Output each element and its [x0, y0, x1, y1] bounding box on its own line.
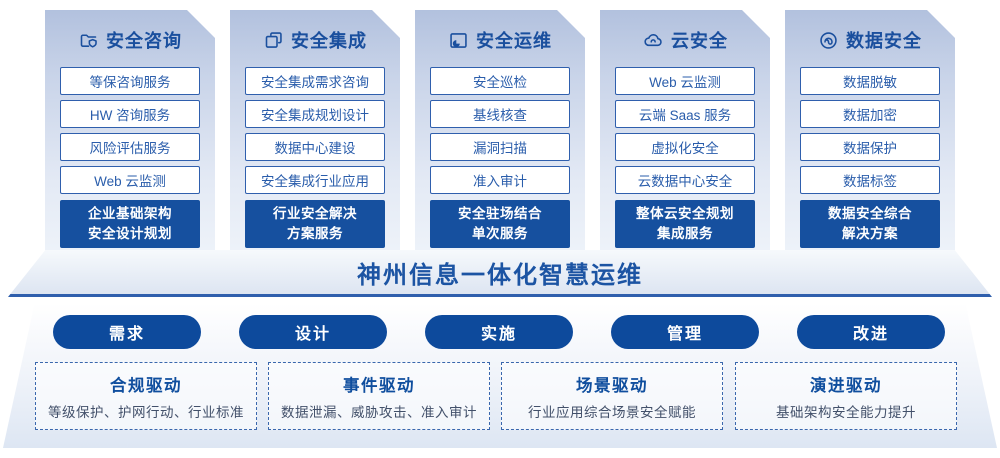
- service-item: HW 咨询服务: [60, 100, 200, 128]
- folder-shield-icon: [78, 30, 99, 51]
- summary-box: 安全驻场结合 单次服务: [430, 200, 570, 248]
- card-header: 数据安全: [785, 23, 955, 57]
- driver-scenario: 场景驱动 行业应用综合场景安全赋能: [501, 362, 723, 430]
- driver-desc: 基础架构安全能力提升: [776, 404, 916, 420]
- service-item: 安全巡检: [430, 67, 570, 95]
- card-header: 云安全: [600, 23, 770, 57]
- summary-line: 整体云安全规划: [636, 206, 734, 222]
- service-item: 数据加密: [800, 100, 940, 128]
- driver-desc: 数据泄漏、威胁攻击、准入审计: [281, 404, 477, 420]
- card-header: 安全咨询: [45, 23, 215, 57]
- summary-line: 解决方案: [842, 226, 898, 241]
- monitor-gauge-icon: [448, 30, 469, 51]
- card-security-integration: 安全集成 安全集成需求咨询 安全集成规划设计 数据中心建设 安全集成行业应用 行…: [230, 10, 400, 250]
- summary-line: 安全设计规划: [88, 226, 172, 241]
- service-item: 数据脱敏: [800, 67, 940, 95]
- phase-pill-implement: 实施: [425, 315, 573, 349]
- phase-pill-requirement: 需求: [53, 315, 201, 349]
- service-item: 漏洞扫描: [430, 133, 570, 161]
- card-title: 安全咨询: [106, 31, 182, 51]
- summary-line: 方案服务: [287, 226, 343, 241]
- summary-box: 行业安全解决 方案服务: [245, 200, 385, 248]
- service-item: 数据中心建设: [245, 133, 385, 161]
- platform-banner: 神州信息一体化智慧运维: [8, 250, 992, 297]
- card-header: 安全运维: [415, 23, 585, 57]
- card-cloud-security: 云安全 Web 云监测 云端 Saas 服务 虚拟化安全 云数据中心安全 整体云…: [600, 10, 770, 250]
- service-item: 安全集成行业应用: [245, 166, 385, 194]
- cloud-icon: [642, 30, 664, 51]
- driver-desc: 等级保护、护网行动、行业标准: [48, 404, 244, 420]
- service-item: 风险评估服务: [60, 133, 200, 161]
- summary-line: 集成服务: [657, 226, 713, 241]
- driver-evolution: 演进驱动 基础架构安全能力提升: [735, 362, 957, 430]
- card-title: 云安全: [671, 31, 728, 51]
- service-item: Web 云监测: [615, 67, 755, 95]
- summary-line: 单次服务: [472, 226, 528, 241]
- card-security-operations: 安全运维 安全巡检 基线核查 漏洞扫描 准入审计 安全驻场结合 单次服务: [415, 10, 585, 250]
- driver-compliance: 合规驱动 等级保护、护网行动、行业标准: [35, 362, 257, 430]
- service-item: Web 云监测: [60, 166, 200, 194]
- phase-pill-improve: 改进: [797, 315, 945, 349]
- service-item: 虚拟化安全: [615, 133, 755, 161]
- driver-title: 场景驱动: [576, 376, 648, 395]
- service-item: 数据标签: [800, 166, 940, 194]
- service-item: 云数据中心安全: [615, 166, 755, 194]
- card-title: 安全运维: [476, 31, 552, 51]
- summary-box: 数据安全综合 解决方案: [800, 200, 940, 248]
- summary-box: 企业基础架构 安全设计规划: [60, 200, 200, 248]
- summary-line: 企业基础架构: [88, 206, 172, 222]
- service-item: 基线核查: [430, 100, 570, 128]
- card-header: 安全集成: [230, 23, 400, 57]
- summary-line: 行业安全解决: [273, 206, 357, 222]
- service-item: 云端 Saas 服务: [615, 100, 755, 128]
- summary-line: 安全驻场结合: [458, 206, 542, 222]
- driver-title: 演进驱动: [810, 376, 882, 395]
- documents-icon: [263, 30, 284, 51]
- service-item: 安全集成规划设计: [245, 100, 385, 128]
- summary-box: 整体云安全规划 集成服务: [615, 200, 755, 248]
- service-item: 数据保护: [800, 133, 940, 161]
- card-data-security: 数据安全 数据脱敏 数据加密 数据保护 数据标签 数据安全综合 解决方案: [785, 10, 955, 250]
- driver-title: 合规驱动: [110, 376, 182, 395]
- service-item: 安全集成需求咨询: [245, 67, 385, 95]
- driver-title: 事件驱动: [343, 376, 415, 395]
- fingerprint-icon: [818, 30, 839, 51]
- driver-incident: 事件驱动 数据泄漏、威胁攻击、准入审计: [268, 362, 490, 430]
- service-item: 准入审计: [430, 166, 570, 194]
- driver-desc: 行业应用综合场景安全赋能: [528, 404, 696, 420]
- banner-title: 神州信息一体化智慧运维: [357, 261, 643, 289]
- card-title: 数据安全: [846, 31, 922, 51]
- phase-pill-design: 设计: [239, 315, 387, 349]
- card-title: 安全集成: [291, 31, 367, 51]
- card-security-consulting: 安全咨询 等保咨询服务 HW 咨询服务 风险评估服务 Web 云监测 企业基础架…: [45, 10, 215, 250]
- phase-pill-manage: 管理: [611, 315, 759, 349]
- service-item: 等保咨询服务: [60, 67, 200, 95]
- summary-line: 数据安全综合: [828, 206, 912, 222]
